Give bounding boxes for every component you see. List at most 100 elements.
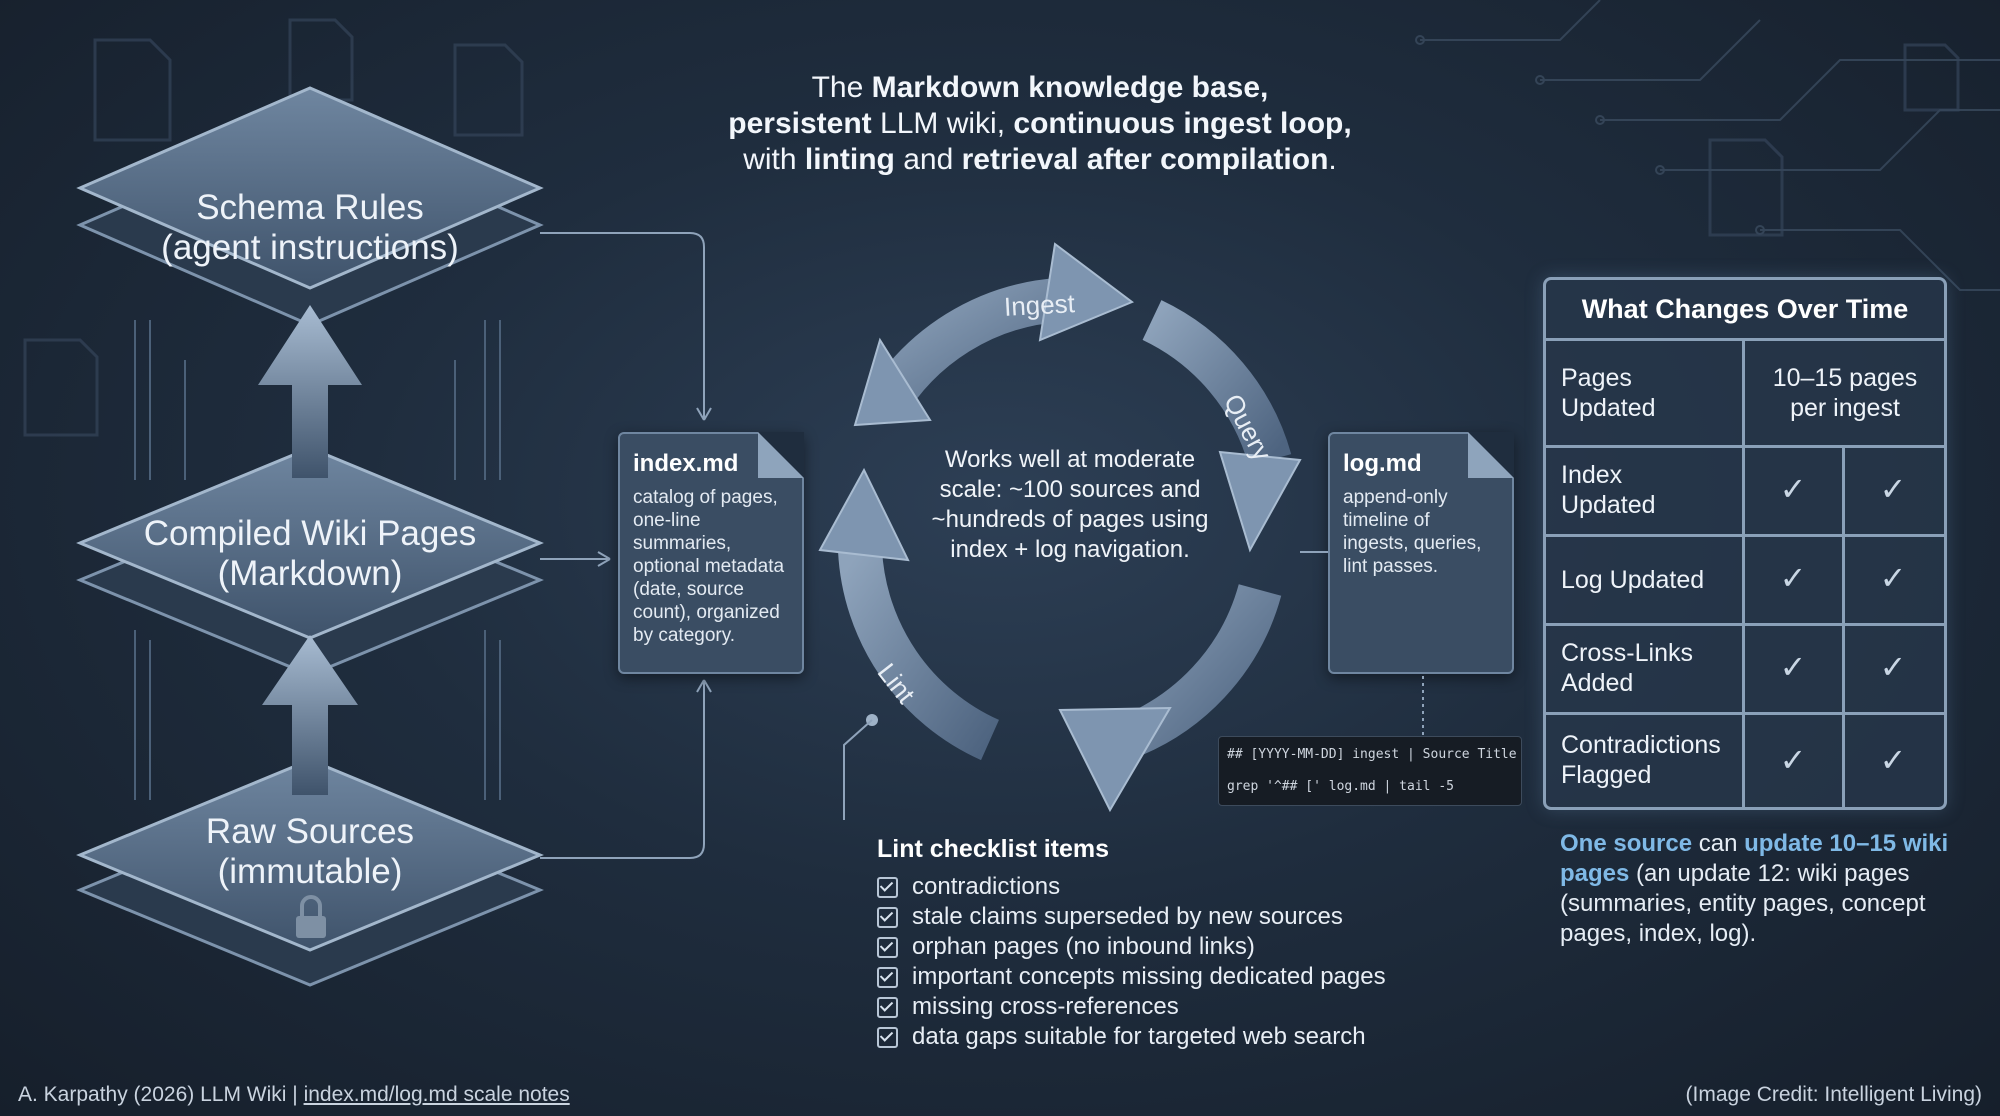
scale-note: Works well at moderate scale: ~100 sourc… [931,446,1209,563]
layer-subtitle: (immutable) [217,852,403,891]
raw-sources-label: Raw Sources (immutable) [80,812,540,892]
layer-title: Schema Rules [196,188,424,227]
check-icon: ✓ [1779,649,1807,685]
note-text: can [1692,830,1745,857]
checkbox-icon [877,996,898,1018]
check-icon: ✓ [1879,649,1907,685]
checkbox-icon [877,966,898,988]
heading-bold: linting [804,143,895,176]
ingest-label: Ingest [1003,288,1076,322]
up-arrow [262,635,358,795]
heading-text: LLM wiki, [871,107,1014,140]
check-icon: ✓ [1879,742,1907,778]
lint-checklist-title: Lint checklist items [877,835,1110,863]
lint-item: missing cross-references [877,992,1386,1022]
column-divider [1842,448,1845,807]
table-row: Pages Updated 10–15 pages per ingest [1546,341,1944,448]
raw-sources-layer [76,758,544,987]
row-value: 10–15 pages per ingest [1772,364,1918,422]
note-text: (an update 12: wiki pages (summaries, en… [1560,860,1926,947]
index-md-card: index.md catalog of pages, one-line summ… [618,432,804,674]
check-icon: ✓ [1779,560,1807,596]
row-label: Index Updated [1561,461,1656,519]
lint-item-text: missing cross-references [912,993,1179,1020]
layer-title: Raw Sources [205,812,415,851]
footer-citation-text: A. Karpathy (2026) LLM Wiki | [18,1083,304,1106]
check-icon: ✓ [1879,471,1907,507]
up-arrow [258,305,362,478]
checkbox-icon [877,1026,898,1048]
table-title: What Changes Over Time [1546,280,1944,341]
heading-text: The [811,71,872,104]
table-row: Contradictions Flagged ✓ ✓ [1546,715,1944,807]
scale-notes-link[interactable]: index.md/log.md scale notes [303,1083,570,1106]
lint-connector-line [843,719,873,820]
checkbox-icon [877,876,898,898]
lint-item-text: orphan pages (no inbound links) [912,933,1255,960]
lint-item: data gaps suitable for targeted web sear… [877,1022,1386,1052]
connector-lines [540,232,712,859]
log-md-description: append-only timeline of ingests, queries… [1343,487,1482,577]
column-divider [1742,338,1745,807]
grep-command: grep '^## [' log.md | tail -5 [1227,779,1454,794]
layer-subtitle: (Markdown) [217,554,403,593]
lint-item-text: important concepts missing dedicated pag… [912,963,1386,990]
index-md-title: index.md [633,450,739,477]
layer-stack-diagram [76,86,712,987]
query-arrow [1142,300,1292,467]
heading-text: and [894,143,962,176]
log-entry-format: ## [YYYY-MM-DD] ingest | Source Title [1227,747,1517,762]
vertical-traces [134,320,501,800]
heading-bold: continuous ingest loop, [1013,107,1352,140]
row-label: Log Updated [1561,566,1705,594]
row-label: Contradictions Flagged [1561,731,1721,789]
table-row: Log Updated ✓ ✓ [1546,537,1944,626]
diagram-heading: The Markdown knowledge base, persistent … [640,70,1440,178]
image-credit: (Image Credit: Intelligent Living) [1685,1083,1982,1106]
log-md-card: log.md append-only timeline of ingests, … [1328,432,1514,674]
ingest-query-lint-cycle [818,242,1302,820]
page-fold-icon [1468,432,1514,478]
lint-item-text: contradictions [912,873,1061,900]
check-icon: ✓ [1779,742,1807,778]
changes-over-time-table: What Changes Over Time Pages Updated 10–… [1543,277,1947,810]
row-label: Cross-Links Added [1561,639,1693,697]
lint-item: stale claims superseded by new sources [877,902,1386,932]
note-highlight: update 10–15 wiki pages [1560,830,1949,887]
log-md-title: log.md [1343,450,1422,477]
log-dotted-line [1422,676,1424,738]
heading-text: with [743,143,805,176]
index-md-description: catalog of pages, one-line summaries, op… [633,487,785,646]
layer-subtitle: (agent instructions) [161,228,459,267]
row-label: Pages Updated [1561,364,1656,422]
lint-arrow [838,548,1000,761]
lint-item: contradictions [877,872,1386,902]
heading-text: . [1328,143,1337,176]
layer-title: Compiled Wiki Pages [143,514,477,553]
schema-rules-label: Schema Rules (agent instructions) [80,188,540,268]
footer-citation: A. Karpathy (2026) LLM Wiki | index.md/l… [18,1083,570,1107]
log-connector [1300,551,1328,553]
update-note: One source can update 10–15 wiki pages (… [1560,829,1950,949]
lint-item-text: stale claims superseded by new sources [912,903,1343,930]
table-row: Index Updated ✓ ✓ [1546,448,1944,537]
lint-checklist: contradictions stale claims superseded b… [877,872,1386,1052]
checkbox-icon [877,906,898,928]
page-fold-icon [758,432,804,478]
schema-rules-layer [76,86,544,327]
compiled-wiki-layer [76,446,544,677]
lock-icon [296,895,326,938]
table-row: Cross-Links Added ✓ ✓ [1546,626,1944,715]
compiled-wiki-label: Compiled Wiki Pages (Markdown) [80,514,540,594]
checkbox-icon [877,936,898,958]
lint-item-text: data gaps suitable for targeted web sear… [912,1023,1366,1050]
log-command-box: ## [YYYY-MM-DD] ingest | Source Title gr… [1218,736,1522,806]
heading-bold: persistent [728,107,872,140]
heading-bold: retrieval after compilation [961,143,1329,176]
note-highlight: One source [1560,830,1693,857]
check-icon: ✓ [1779,471,1807,507]
heading-bold: Markdown knowledge base, [871,71,1269,104]
lint-item: important concepts missing dedicated pag… [877,962,1386,992]
lint-item: orphan pages (no inbound links) [877,932,1386,962]
